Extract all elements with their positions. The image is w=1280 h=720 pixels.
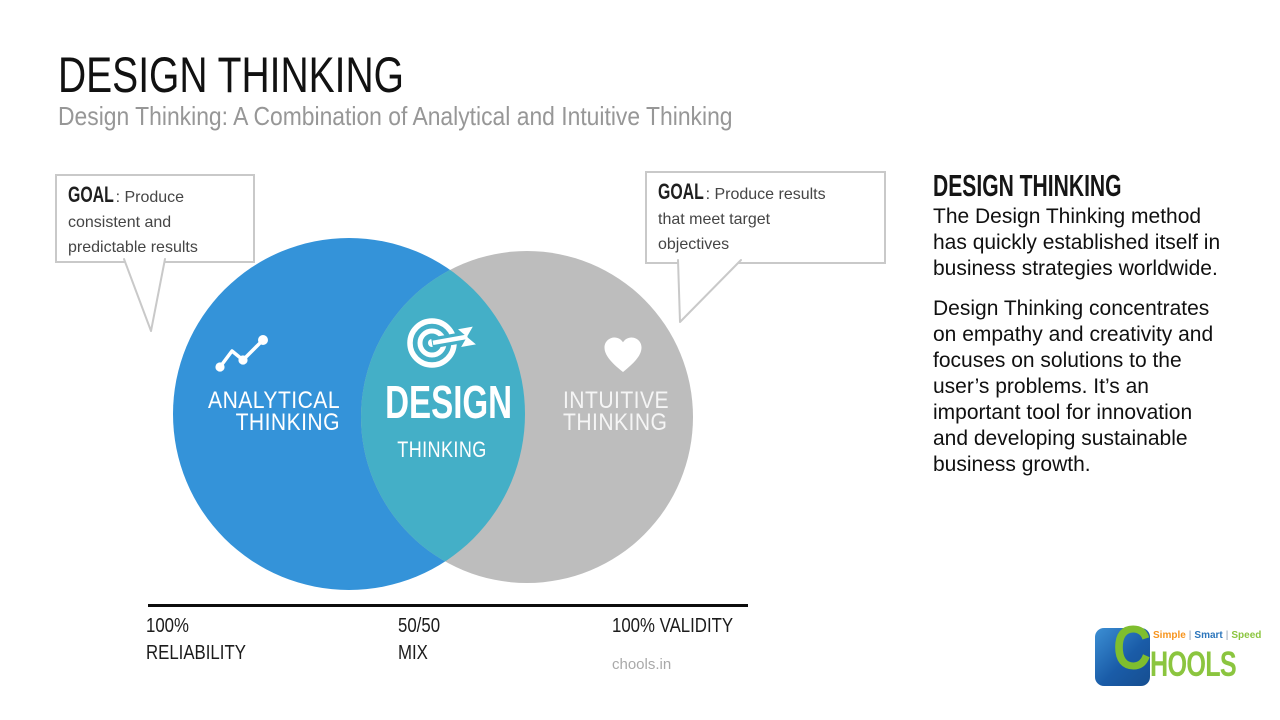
target-arrow-icon <box>407 318 476 368</box>
logo-name: HOOLS <box>1150 645 1237 684</box>
page-subtitle: Design Thinking: A Combination of Analyt… <box>58 101 733 131</box>
design-word: DESIGN <box>385 376 513 428</box>
analytical-thinking-label: ANALYTICAL THINKING <box>195 387 340 436</box>
intuitive-thinking-label: INTUITIVE THINKING <box>563 387 708 436</box>
logo-letter: C <box>1113 614 1152 683</box>
sidebar: DESIGN THINKING The Design Thinking meth… <box>933 168 1235 492</box>
goal-label: GOAL <box>658 179 704 204</box>
logo-badge <box>1095 628 1150 686</box>
axis-label-line1: 100% <box>146 615 189 637</box>
sidebar-heading: DESIGN THINKING <box>933 168 1122 203</box>
axis-line <box>148 604 748 607</box>
page-title: DESIGN THINKING <box>58 47 405 103</box>
callout-left: GOAL: Produce consistent and predictable… <box>55 174 255 263</box>
design-thinking-word: THINKING <box>397 437 487 462</box>
watermark: chools.in <box>612 656 672 673</box>
sidebar-paragraph: Design Thinking concentrates on empathy … <box>933 297 1214 476</box>
sidebar-paragraph: The Design Thinking method has quickly e… <box>933 205 1221 280</box>
axis-label-reliability: 100% RELIABILITY <box>146 613 246 667</box>
line-chart-icon <box>215 335 268 372</box>
axis-label-line2: RELIABILITY <box>146 642 246 664</box>
intuitive-line2: THINKING <box>563 409 668 436</box>
tagline-smart: Smart <box>1194 630 1223 641</box>
tagline-separator: | <box>1225 630 1229 641</box>
heart-icon <box>604 337 642 372</box>
tagline-simple: Simple <box>1153 630 1186 641</box>
analytical-line2: THINKING <box>235 409 340 436</box>
chools-logo: C Simple|Smart|Speed HOOLS <box>1095 614 1265 694</box>
analytical-line1: ANALYTICAL <box>208 387 340 414</box>
axis-label-line1: 100% VALIDITY <box>612 615 734 637</box>
callout-left-text: : Produce consistent and predictable res… <box>68 189 198 256</box>
axis-label-validity: 100% VALIDITY <box>612 613 733 640</box>
axis-label-line2: MIX <box>398 642 428 664</box>
callout-right-text: : Produce results that meet target objec… <box>658 186 826 253</box>
callout-right: GOAL: Produce results that meet target o… <box>645 171 886 264</box>
tagline-speed: Speed <box>1231 630 1262 641</box>
axis-label-mix: 50/50 MIX <box>398 613 440 667</box>
logo-tagline: Simple|Smart|Speed <box>1153 630 1261 641</box>
design-thinking-label: DESIGN THINKING <box>363 379 521 461</box>
axis-label-line1: 50/50 <box>398 615 441 637</box>
goal-label: GOAL <box>68 182 114 207</box>
overlap-lens <box>361 251 525 583</box>
tagline-separator: | <box>1188 630 1192 641</box>
intuitive-line1: INTUITIVE <box>563 387 670 414</box>
